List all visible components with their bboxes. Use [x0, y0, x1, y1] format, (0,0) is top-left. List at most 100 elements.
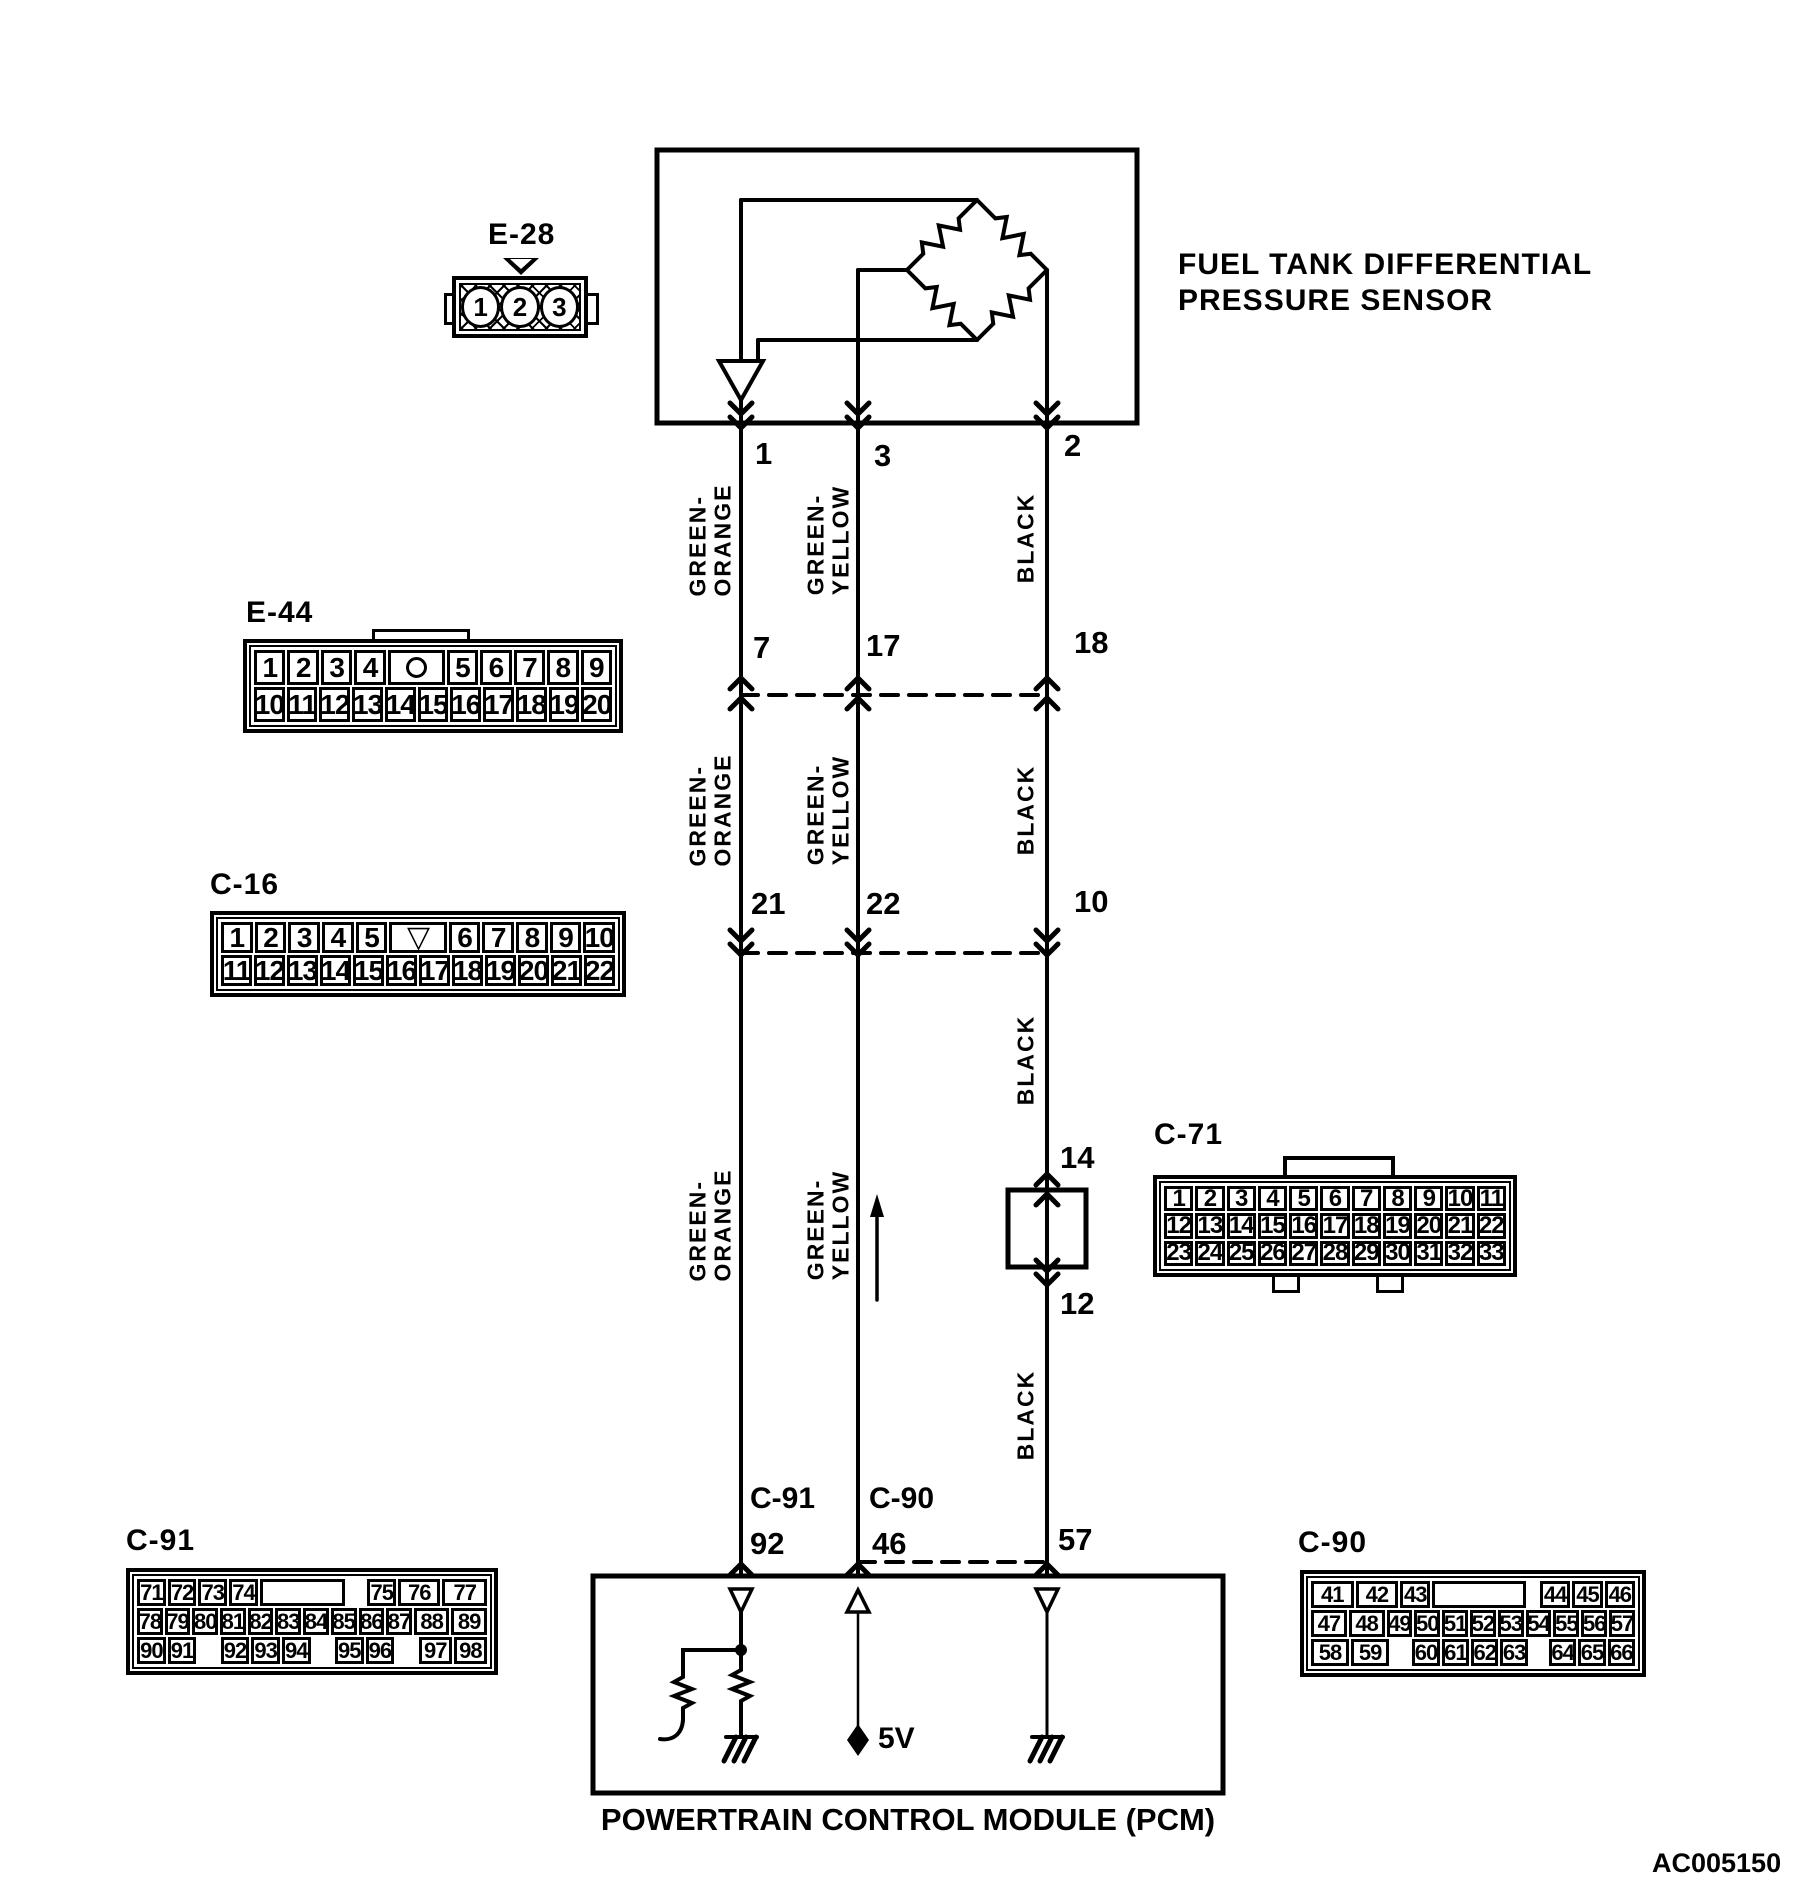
- connector-pin: 45: [1572, 1581, 1603, 1608]
- connector-pin: 13: [287, 955, 318, 986]
- connector-pin: 91: [167, 1637, 197, 1664]
- connector-pin: 54: [1525, 1610, 1552, 1637]
- connector-pin: 11: [286, 687, 318, 722]
- connector-pin: 6: [1320, 1186, 1350, 1212]
- pcm-conn-c90-label: C-90: [869, 1482, 935, 1515]
- pcm-pin-triangle: [844, 1586, 872, 1614]
- connector-pin: 93: [251, 1637, 280, 1664]
- connector-gap: [1528, 1581, 1538, 1608]
- bridge-resistor: [901, 264, 984, 347]
- bridge-resistor: [971, 194, 1054, 277]
- connector-keyway-triangle: ▽: [389, 922, 447, 953]
- connector-pin: 51: [1442, 1610, 1468, 1637]
- connector-pin: 12: [319, 687, 351, 722]
- connector-pin: 55: [1553, 1610, 1580, 1637]
- sensor-pin-1: 1: [755, 436, 773, 471]
- pcm-pin-triangle: [1033, 1587, 1061, 1617]
- pcm-pin-92: 92: [750, 1526, 785, 1561]
- connector-pin: 7: [513, 650, 546, 685]
- connector-pin: 31: [1414, 1240, 1444, 1266]
- connector-pin: 58: [1311, 1639, 1350, 1666]
- connector-pin: 50: [1414, 1610, 1441, 1637]
- connector-pin: 11: [1476, 1186, 1506, 1212]
- sensor-pin-2: 2: [1064, 428, 1082, 463]
- connector-pin: 29: [1351, 1240, 1381, 1266]
- connector-pin: 96: [365, 1637, 395, 1664]
- connector-pin: 19: [485, 955, 516, 986]
- connector-pin: 7: [1351, 1186, 1381, 1212]
- connector-blank-cavity: [259, 1579, 346, 1606]
- connector-pin: 8: [547, 650, 579, 685]
- inline-connector-box: [1005, 1187, 1089, 1270]
- connector-pin: 44: [1539, 1581, 1571, 1608]
- connector-c71-label: C-71: [1154, 1118, 1224, 1151]
- wire2-color-label: BLACK: [1012, 492, 1039, 584]
- connector-pin: 98: [453, 1637, 487, 1664]
- sensor-box: [654, 147, 1140, 426]
- connector-pin: 66: [1607, 1639, 1636, 1666]
- connector-pin: 76: [398, 1579, 441, 1606]
- connector-foot: [1272, 1274, 1300, 1293]
- connector-pin: 47: [1311, 1610, 1347, 1637]
- connector-pin: 19: [548, 687, 580, 722]
- connector-pin: 16: [1289, 1213, 1319, 1239]
- wire3-color-label: GREEN- YELLOW: [802, 754, 854, 866]
- connector-pin: 19: [1382, 1213, 1413, 1239]
- connector-pin: 6: [480, 650, 512, 685]
- connector-pin: 22: [584, 955, 615, 986]
- connector-pin: 10: [583, 922, 616, 953]
- ground-symbol: [724, 1737, 756, 1761]
- connector-e44-label: E-44: [246, 596, 314, 629]
- connector-pin: 88: [413, 1608, 450, 1635]
- connector-pin: 61: [1441, 1639, 1470, 1666]
- pcm-pin-46: 46: [872, 1526, 907, 1561]
- connector-pin: 14: [320, 955, 351, 986]
- pcm-pin-57: 57: [1058, 1522, 1093, 1557]
- connector-pin: 75: [367, 1579, 397, 1606]
- pcm-resistor: [672, 1670, 694, 1715]
- connector-pin: 92: [220, 1637, 250, 1664]
- wire2-color-label: BLACK: [1012, 1014, 1039, 1106]
- connector-gap: [198, 1637, 218, 1664]
- c16-pin-22: 22: [866, 886, 901, 921]
- wire3-color-label: GREEN- YELLOW: [802, 484, 854, 596]
- connector-pin: 48: [1348, 1610, 1385, 1637]
- connector-pin: 52: [1469, 1610, 1496, 1637]
- connector-pin: 74: [229, 1579, 258, 1606]
- connector-pin: 33: [1476, 1240, 1506, 1266]
- wire1-color-label: GREEN- ORANGE: [684, 483, 736, 597]
- connector-pin: 26: [1257, 1240, 1288, 1266]
- connector-pin: 6: [448, 922, 481, 953]
- connector-pin: 89: [451, 1608, 487, 1635]
- connector-pin: 72: [167, 1579, 197, 1606]
- c71-pin-14: 14: [1060, 1140, 1095, 1175]
- connector-pin: 8: [516, 922, 548, 953]
- pcm-conn-c91-label: C-91: [750, 1482, 816, 1515]
- connector-gap: [1530, 1639, 1547, 1666]
- connector-pin: 28: [1320, 1240, 1350, 1266]
- pcm-resistor: [730, 1663, 752, 1708]
- connector-gap: [347, 1579, 365, 1606]
- connector-blank-cavity: [1432, 1581, 1527, 1608]
- sensor-ground-triangle: [715, 359, 767, 405]
- sensor-title-line1: FUEL TANK DIFFERENTIAL: [1178, 248, 1593, 281]
- connector-c90-label: C-90: [1298, 1526, 1368, 1559]
- connector-pin: 87: [386, 1608, 412, 1635]
- connector-pin: 53: [1497, 1610, 1524, 1637]
- connector-pin: 21: [551, 955, 582, 986]
- c16-pin-21: 21: [751, 886, 786, 921]
- connector-pin: 1: [254, 650, 286, 685]
- connector-pin: 86: [358, 1608, 385, 1635]
- connector-pin: 42: [1355, 1581, 1399, 1608]
- connector-foot: [1376, 1274, 1404, 1293]
- connector-keyway-circle: [387, 650, 445, 685]
